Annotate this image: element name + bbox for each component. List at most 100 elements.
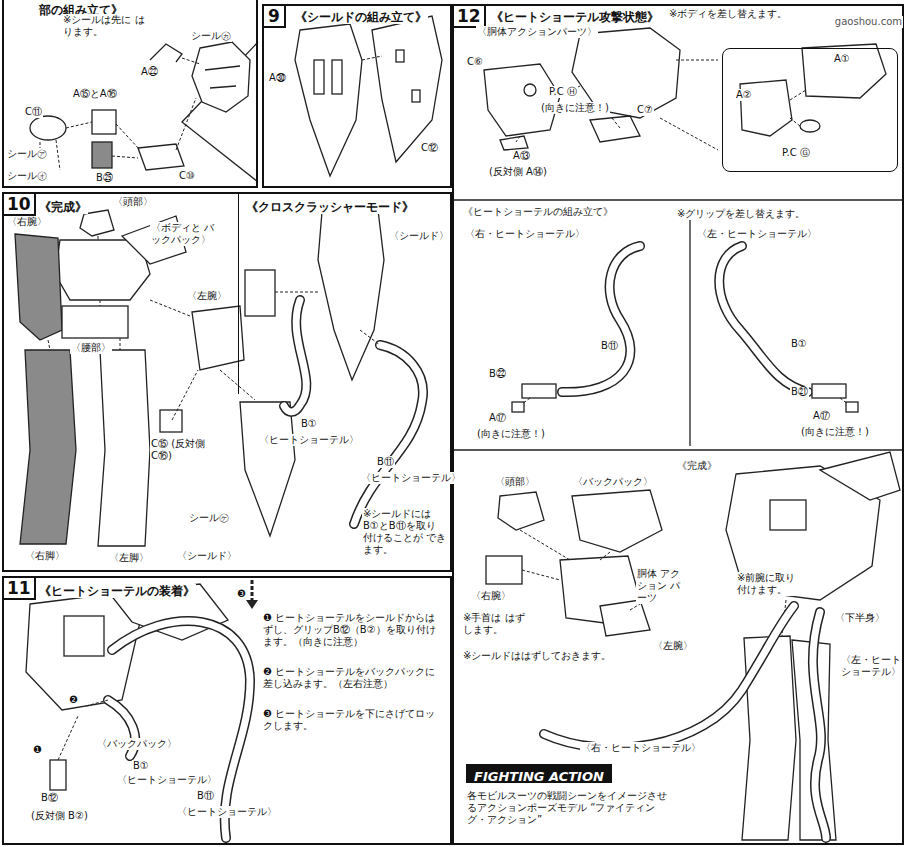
watermark: gaoshou.com: [834, 16, 903, 28]
callout-label: B⑪: [376, 456, 395, 468]
cross-crusher-art-shape: [275, 292, 318, 293]
callout-label: (向きに注意！): [476, 428, 546, 440]
body-action-parts-shape: [524, 84, 536, 96]
callout-label: 各モビルスーツの戦闘シーンをイメージさせるアクションポーズモデル “ファイティン…: [466, 790, 668, 826]
callout-label: 〈ヒートショーテル〉: [360, 472, 462, 484]
callout-label: 〈右腕〉: [470, 590, 512, 602]
section-divider: [454, 200, 904, 450]
shotel-grip-art-shape: [846, 402, 858, 412]
head-parts-shape: [92, 110, 116, 134]
step-number: 11: [2, 576, 36, 600]
body-action-parts-shape: [590, 116, 640, 142]
shield-parts-shape: [332, 60, 342, 94]
callout-label: B㉕: [95, 172, 114, 184]
callout-label: B⑪: [600, 340, 619, 352]
attack-mode-figure-shape: [520, 530, 640, 610]
callout-label: ※ボディを差し替えます。: [668, 8, 788, 20]
mode-subpanel: 《クロスクラッシャーモード》: [238, 194, 454, 394]
cross-crusher-art-shape: [354, 345, 423, 524]
attack-mode-figure-shape: [600, 600, 650, 636]
callout-label: 〈右腕〉: [6, 216, 48, 228]
callout-label: ❸ ヒートショーテルを下にさげてロックします。: [262, 708, 446, 732]
step-number: 9: [262, 4, 286, 28]
callout-label: B㉒: [488, 368, 507, 380]
attack-mode-figure-shape: [742, 636, 796, 840]
callout-label: 〈左腕〉: [186, 290, 228, 302]
callout-label: 《完成》: [676, 460, 718, 472]
shotel-attach-art-shape: [50, 760, 66, 790]
shotel-attach-art-shape: [64, 616, 104, 656]
callout-label: A⑮とA⑯: [72, 88, 118, 100]
callout-label: 〈頭部〉: [494, 476, 536, 488]
shotel-grip-art-shape: [522, 384, 556, 398]
callout-label: ※グリップを差し替えます。: [676, 208, 806, 220]
gundam-figure: [15, 210, 295, 546]
callout-label: ❸: [236, 588, 247, 600]
callout-label: A㉚: [268, 72, 287, 84]
step-heading: 《完成》: [38, 200, 88, 214]
shield-parts-shape: [372, 16, 442, 162]
shotel-grip-art-shape: [719, 246, 808, 392]
callout-label: 〈シールド〉: [176, 550, 238, 562]
callout-label: B⑫: [40, 792, 59, 804]
callout-label: 〈右脚〉: [24, 550, 66, 562]
callout-label: A⑰: [812, 410, 831, 422]
shotel-grip-art-shape: [562, 246, 640, 392]
attack-mode-figure-shape: [813, 612, 826, 838]
head-parts-shape: [30, 116, 66, 140]
callout-label: シール㋔: [6, 170, 48, 182]
callout-label: B①: [132, 760, 150, 772]
callout-label: 〈左・ヒートショーテル〉: [696, 228, 818, 240]
callout-label: ※シールは先に はります。: [62, 14, 146, 38]
callout-label: C⑦: [636, 104, 654, 116]
callout-label: 〈下半身〉: [834, 612, 886, 624]
callout-label: B①: [300, 418, 318, 430]
cross-crusher-art-shape: [245, 270, 275, 316]
attack-mode-figure-shape: [572, 490, 662, 552]
callout-label: 〈左腕〉: [652, 640, 694, 652]
logo-box: FIGHTING ACTION: [466, 764, 612, 783]
step-heading: 《シールドの組み立て》: [294, 10, 428, 24]
shotel-attach-art-shape: [251, 580, 254, 600]
callout-label: 〈右・ヒートショーテル〉: [580, 742, 702, 754]
detail-parts: [740, 44, 886, 136]
callout-label: P.C Ⓗ: [548, 86, 578, 98]
callout-label: シール㋘: [188, 512, 230, 524]
shield-parts-shape: [412, 90, 420, 102]
step-panel: 9 《シールドの組み立て》: [262, 4, 452, 188]
callout-label: (反対側 A⑭): [488, 166, 548, 178]
logo-text: FIGHTING ACTION: [474, 769, 604, 784]
cross-crusher-art-shape: [284, 300, 306, 412]
detail-parts-shape: [802, 44, 886, 98]
shotel-grip-art: [512, 246, 858, 412]
head-parts-shape: [92, 142, 112, 168]
shotel-grip-art-shape: [719, 246, 808, 392]
callout-label: ❶ ヒートショーテルをシールドからはずし、グリップB⑫（B②）を取り付けます。（…: [262, 612, 446, 648]
shotel-attach-art-shape: [58, 700, 108, 760]
callout-label: (向きに注意！): [800, 426, 870, 438]
shield-parts-shape: [396, 50, 404, 62]
shield-parts-shape: [362, 56, 382, 60]
head-parts-shape: [192, 42, 250, 112]
callout-label: 〈左脚〉: [108, 552, 150, 564]
callout-label: ❶: [32, 744, 43, 756]
head-parts-shape: [150, 44, 182, 62]
attack-mode-figure-shape: [813, 612, 826, 838]
attack-mode-figure-shape: [486, 556, 522, 584]
gundam-figure-shape: [160, 410, 182, 432]
gundam-figure-shape: [62, 306, 128, 338]
shotel-grip-art-shape: [840, 398, 848, 404]
detail-box: A②A①P.C Ⓖ: [722, 48, 898, 172]
callout-label: 〈頭部〉: [112, 196, 154, 208]
cross-crusher-art-shape: [354, 345, 423, 524]
attack-mode-figure-shape: [544, 606, 794, 748]
part-number: A②: [735, 89, 753, 101]
callout-label: ※手首は はずします。: [462, 612, 526, 636]
gundam-figure-shape: [98, 350, 150, 546]
callout-label: 胴体 アクション パーツ: [636, 568, 688, 604]
gundam-figure-shape: [192, 306, 244, 370]
attack-mode-figure-shape: [498, 492, 544, 530]
callout-label: 《ヒートショーテルの組み立て》: [462, 206, 614, 218]
detail-parts-shape: [790, 90, 806, 126]
body-action-parts-shape: [500, 136, 528, 150]
